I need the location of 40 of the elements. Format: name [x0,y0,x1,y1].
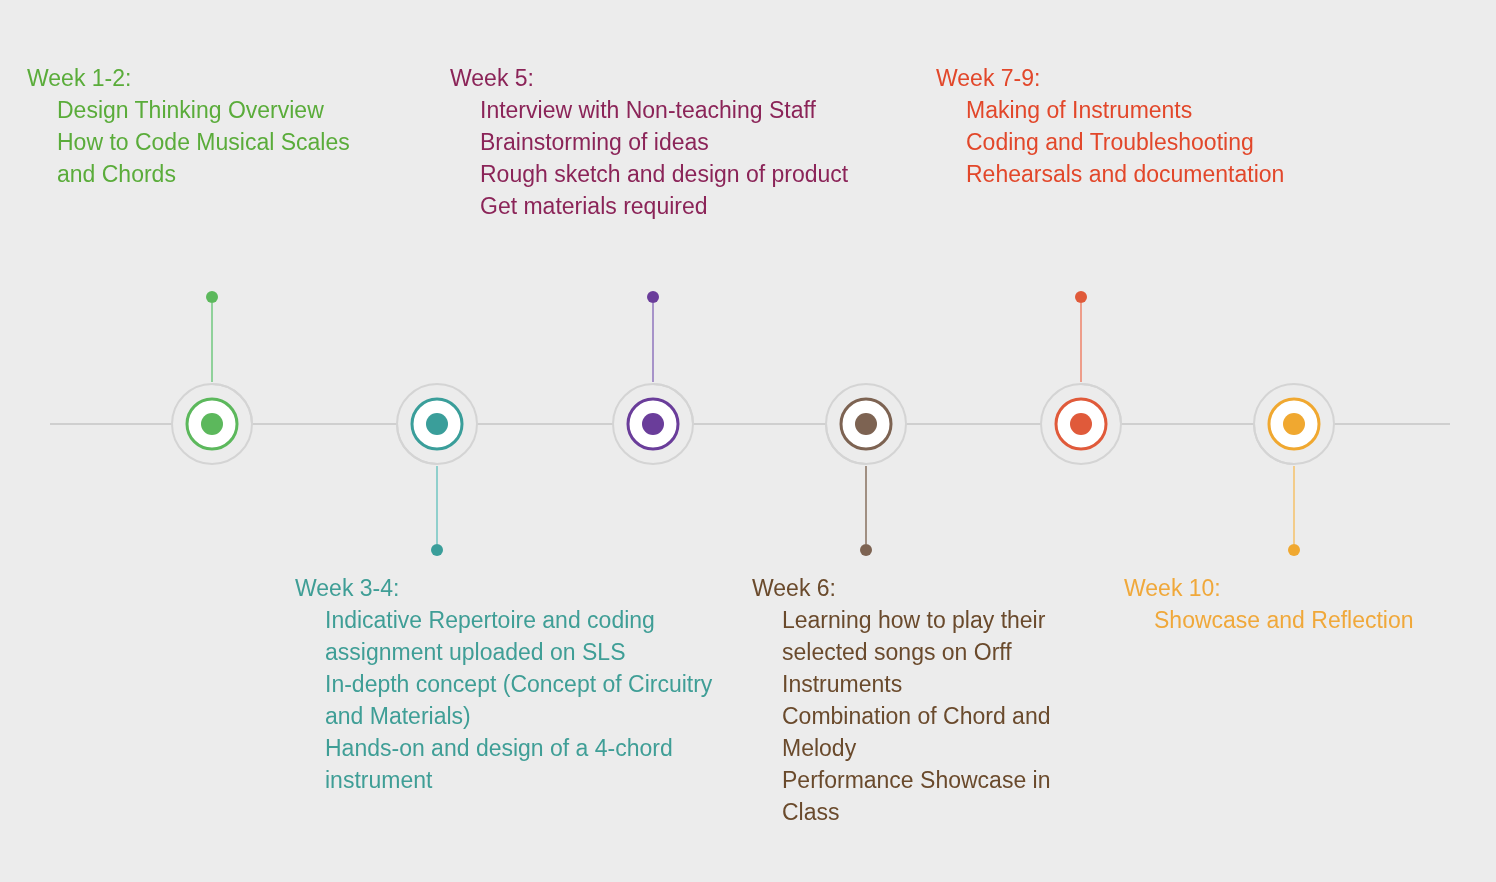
activity-text: Indicative Repertoire and coding assignment uploaded on SLS [325,606,656,667]
milestone-ring [611,382,695,466]
activity-text: Making of Instruments [966,96,1194,125]
week-heading: Week 5: [450,64,535,93]
week-heading: Week 7-9: [936,64,1042,93]
activity-text: Coding and Troubleshooting [966,128,1255,157]
week-heading: Week 1-2: [27,64,133,93]
activity-text: Showcase and Reflection [1154,606,1415,635]
connector-line [436,465,438,545]
activity-text: Rehearsals and documentation [966,160,1286,189]
connector-line [1293,465,1295,545]
connector-line [652,302,654,383]
activity-text: In-depth concept (Concept of Circuitry and Materials) [325,670,714,731]
milestone-dot [1075,291,1087,303]
week-heading: Week 10: [1124,574,1222,603]
milestone-ring [1039,382,1123,466]
milestone-ring [170,382,254,466]
milestone-dot [206,291,218,303]
activity-text: How to Code Musical Scales and Chords [57,128,351,189]
connector-line [865,465,867,545]
milestone-ring [395,382,479,466]
activity-text: Performance Showcase in Class [782,766,1052,827]
activity-text: Design Thinking Overview [57,96,325,125]
activity-text: Learning how to play their selected songs on Orff Instruments [782,606,1047,699]
milestone-dot [860,544,872,556]
activity-text: Hands-on and design of a 4-chord instrument [325,734,674,795]
activity-text: Brainstorming of ideas [480,128,710,157]
connector-line [211,302,213,383]
week-heading: Week 3-4: [295,574,401,603]
milestone-ring [1252,382,1336,466]
milestone-dot [647,291,659,303]
milestone-dot [1288,544,1300,556]
milestone-dot [431,544,443,556]
activity-text: Interview with Non-teaching Staff [480,96,817,125]
activity-text: Rough sketch and design of product [480,160,850,189]
milestone-ring [824,382,908,466]
week-heading: Week 6: [752,574,837,603]
activity-text: Combination of Chord and Melody [782,702,1052,763]
activity-text: Get materials required [480,192,709,221]
connector-line [1080,302,1082,383]
